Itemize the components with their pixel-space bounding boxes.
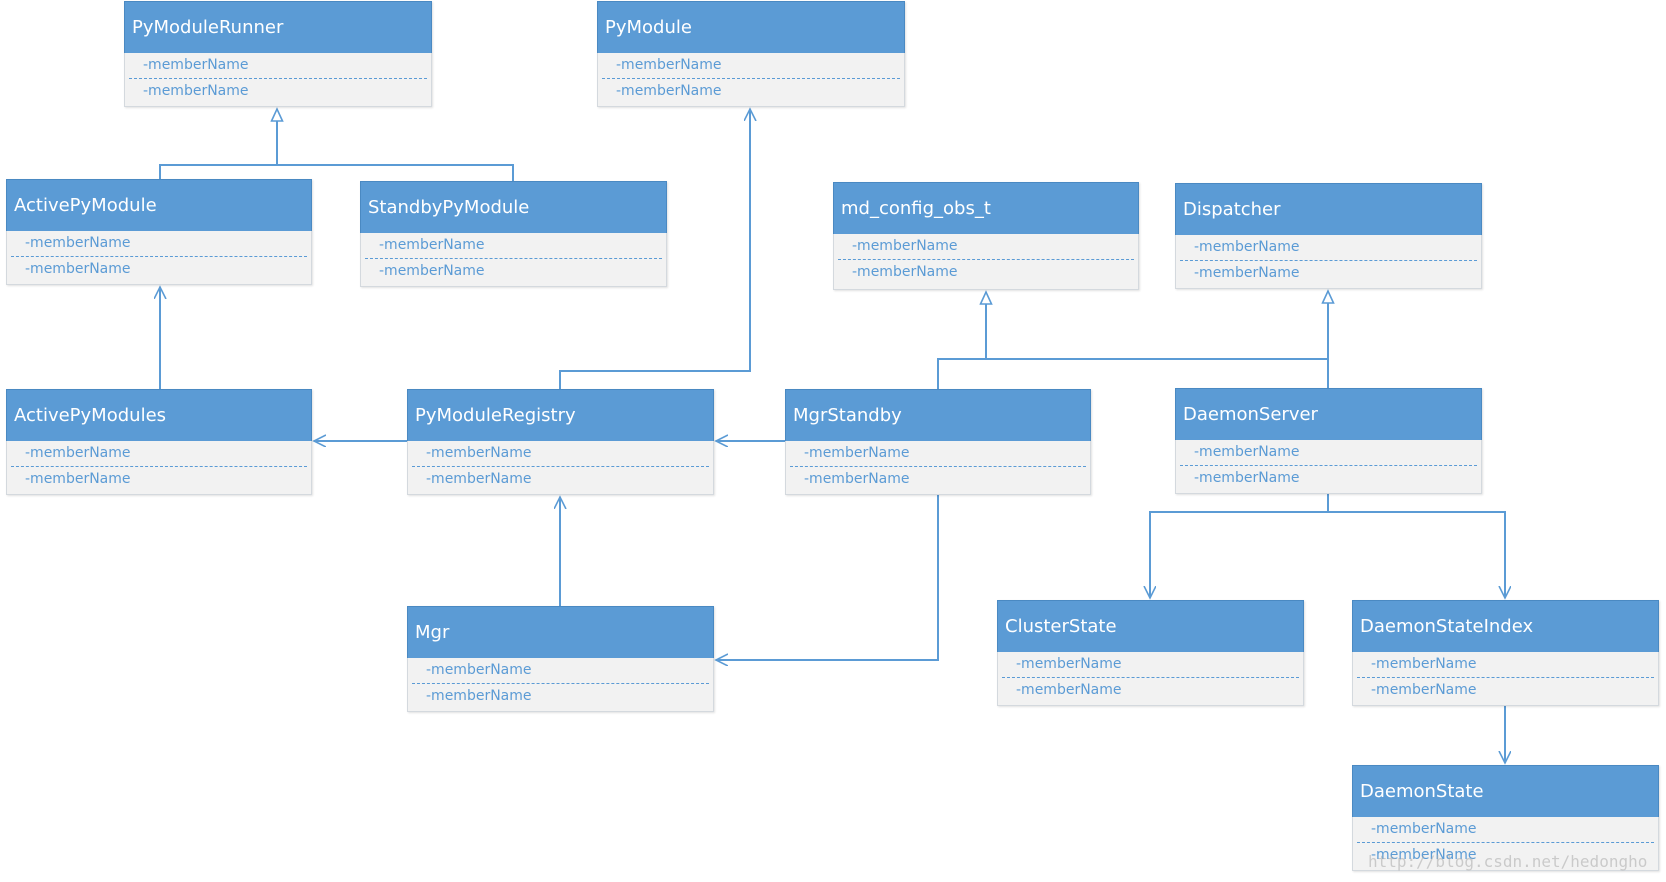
class-name: DaemonState: [1352, 765, 1659, 817]
class-mgr[interactable]: Mgr -memberName -memberName: [407, 606, 714, 712]
class-daemon-state[interactable]: DaemonState -memberName -memberName: [1352, 765, 1659, 871]
class-attribute: -memberName: [1371, 821, 1477, 837]
association-daemon-server-daemon-state-index: [1328, 511, 1505, 598]
class-name: StandbyPyModule: [360, 181, 667, 233]
class-method: -memberName: [1371, 682, 1477, 698]
class-name: PyModule: [597, 1, 905, 53]
class-method: -memberName: [804, 471, 910, 487]
class-attribute: -memberName: [25, 445, 131, 461]
class-cluster-state[interactable]: ClusterState -memberName -memberName: [997, 600, 1304, 706]
class-attribute: -memberName: [143, 57, 249, 73]
class-attribute: -memberName: [426, 662, 532, 678]
class-method: -memberName: [1371, 847, 1477, 863]
class-name: Dispatcher: [1175, 183, 1482, 235]
class-method: -memberName: [852, 264, 958, 280]
class-method: -memberName: [426, 688, 532, 704]
class-attribute: -memberName: [616, 57, 722, 73]
class-name: Mgr: [407, 606, 714, 658]
class-attribute: -memberName: [426, 445, 532, 461]
class-daemon-state-index[interactable]: DaemonStateIndex -memberName -memberName: [1352, 600, 1659, 706]
class-attribute: -memberName: [1194, 239, 1300, 255]
association-mgr-standby-mgr: [716, 495, 939, 660]
class-name: ClusterState: [997, 600, 1304, 652]
inheritance-active-py-module: [159, 109, 277, 179]
class-active-py-module[interactable]: ActivePyModule -memberName -memberName: [6, 179, 312, 285]
class-name: md_config_obs_t: [833, 182, 1139, 234]
class-py-module-registry[interactable]: PyModuleRegistry -memberName -memberName: [407, 389, 714, 495]
class-method: -memberName: [426, 471, 532, 487]
class-py-module[interactable]: PyModule -memberName -memberName: [597, 1, 905, 107]
class-dispatcher[interactable]: Dispatcher -memberName -memberName: [1175, 183, 1482, 289]
class-method: -memberName: [1016, 682, 1122, 698]
class-attribute: -memberName: [1016, 656, 1122, 672]
class-name: ActivePyModules: [6, 389, 312, 441]
class-name: DaemonServer: [1175, 388, 1482, 440]
inheritance-mgr-standby: [937, 292, 986, 389]
class-mgr-standby[interactable]: MgrStandby -memberName -memberName: [785, 389, 1091, 495]
class-md-config-obs-t[interactable]: md_config_obs_t -memberName -memberName: [833, 182, 1139, 290]
class-py-module-runner[interactable]: PyModuleRunner -memberName -memberName: [124, 1, 432, 107]
class-standby-py-module[interactable]: StandbyPyModule -memberName -memberName: [360, 181, 667, 287]
class-name: MgrStandby: [785, 389, 1091, 441]
class-name: PyModuleRunner: [124, 1, 432, 53]
class-name: DaemonStateIndex: [1352, 600, 1659, 652]
class-attribute: -memberName: [1371, 656, 1477, 672]
class-name: ActivePyModule: [6, 179, 312, 231]
class-attribute: -memberName: [804, 445, 910, 461]
class-attribute: -memberName: [852, 238, 958, 254]
class-method: -memberName: [379, 263, 485, 279]
class-name: PyModuleRegistry: [407, 389, 714, 441]
class-method: -memberName: [1194, 265, 1300, 281]
class-method: -memberName: [25, 471, 131, 487]
association-py-module-registry-py-module: [559, 109, 750, 389]
class-method: -memberName: [616, 83, 722, 99]
watermark: http://blog.csdn.net/hedongho: [1368, 852, 1648, 871]
class-method: -memberName: [1194, 470, 1300, 486]
class-method: -memberName: [143, 83, 249, 99]
class-active-py-modules[interactable]: ActivePyModules -memberName -memberName: [6, 389, 312, 495]
class-daemon-server[interactable]: DaemonServer -memberName -memberName: [1175, 388, 1482, 494]
inheritance-standby-py-module: [277, 164, 514, 181]
association-daemon-server-cluster-state: [1150, 494, 1329, 598]
class-method: -memberName: [25, 261, 131, 277]
class-attribute: -memberName: [379, 237, 485, 253]
class-attribute: -memberName: [25, 235, 131, 251]
class-attribute: -memberName: [1194, 444, 1300, 460]
